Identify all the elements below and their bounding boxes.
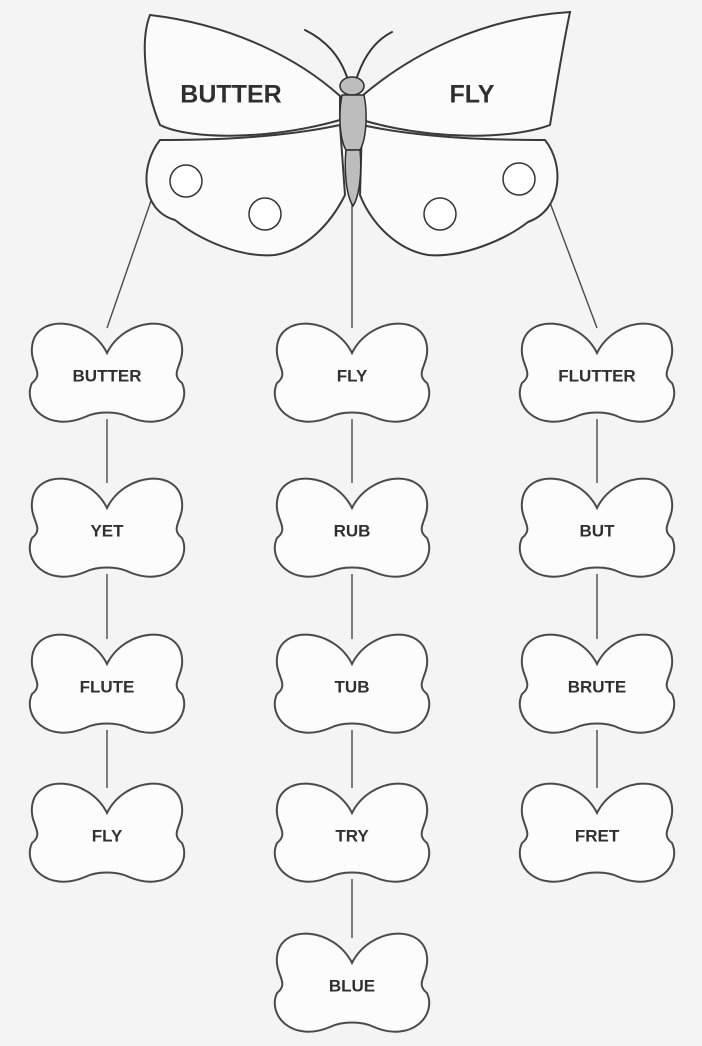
word-cloud: FLUTE <box>30 635 184 733</box>
right-wing-word: FLY <box>450 81 495 109</box>
cloud-word: FLUTE <box>80 677 135 696</box>
cloud-word: BUTTER <box>73 366 142 385</box>
word-cloud: BUT <box>520 479 674 577</box>
word-cloud: TUB <box>275 635 429 733</box>
cloud-word: TUB <box>335 677 370 696</box>
cloud-word: TRY <box>335 826 369 845</box>
word-cloud: FLY <box>30 784 184 882</box>
cloud-word: FLY <box>337 366 368 385</box>
word-cloud: BLUE <box>275 934 429 1032</box>
butterfly-illustration: BUTTER FLY <box>145 12 570 255</box>
word-cloud: FRET <box>520 784 674 882</box>
cloud-word: BRUTE <box>568 677 627 696</box>
word-cloud: YET <box>30 479 184 577</box>
right-antenna <box>356 32 392 80</box>
wing-spot <box>170 165 202 197</box>
cloud-word: FRET <box>575 826 620 845</box>
butterfly-abdomen <box>345 150 360 206</box>
wing-spot <box>249 198 281 230</box>
connector-line <box>549 200 597 328</box>
wing-spot <box>424 198 456 230</box>
word-cloud: BRUTE <box>520 635 674 733</box>
word-cloud: BUTTER <box>30 324 184 422</box>
butterfly-thorax <box>340 95 366 150</box>
cloud-word: BLUE <box>329 976 375 995</box>
word-cloud: FLUTTER <box>520 324 674 422</box>
right-upper-wing <box>362 12 570 136</box>
butterfly-head <box>340 77 364 95</box>
cloud-word: BUT <box>580 521 616 540</box>
word-cloud: FLY <box>275 324 429 422</box>
wing-spot <box>503 163 535 195</box>
left-wing-word: BUTTER <box>180 81 281 109</box>
connector-line <box>107 198 152 328</box>
word-cloud: TRY <box>275 784 429 882</box>
word-cloud: RUB <box>275 479 429 577</box>
cloud-word: FLY <box>92 826 123 845</box>
cloud-word: RUB <box>334 521 371 540</box>
cloud-word: YET <box>90 521 124 540</box>
cloud-word: FLUTTER <box>558 366 635 385</box>
